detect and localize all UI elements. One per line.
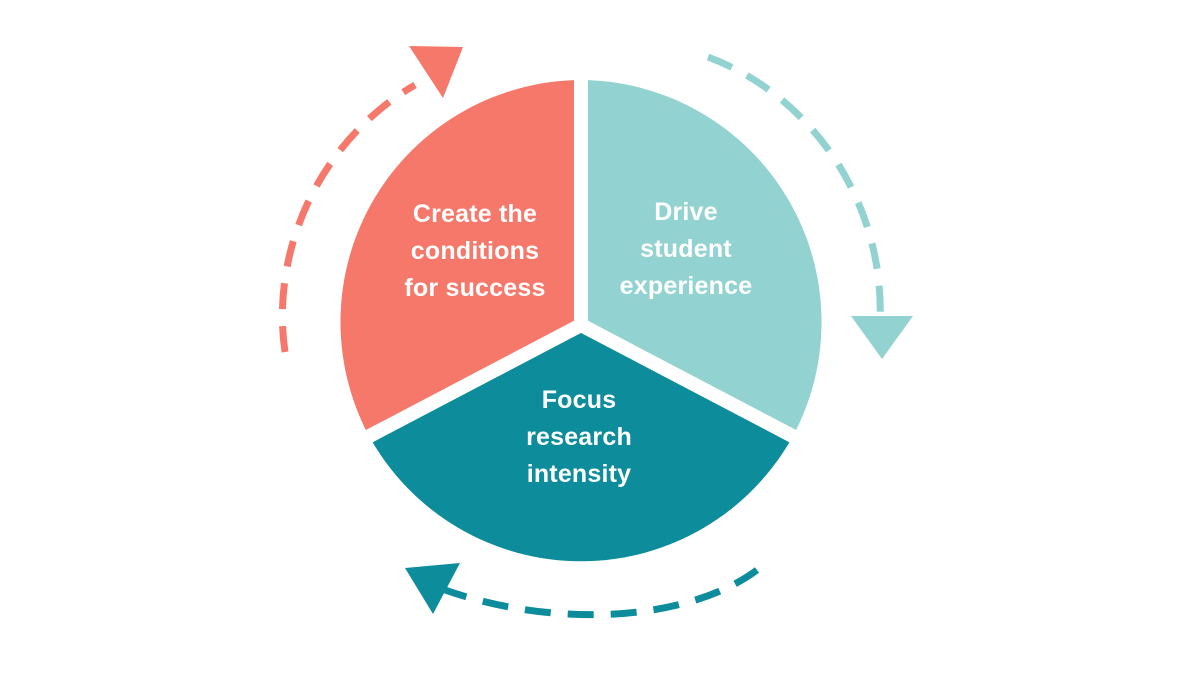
coral-arrowhead-icon (409, 46, 463, 98)
label-line: conditions (410, 237, 540, 265)
segment-create-conditions (340, 80, 581, 436)
light-teal-arrowhead-icon (851, 316, 913, 359)
label-line: experience (619, 272, 753, 300)
coral-cycle-arrow (278, 46, 463, 353)
light-teal-cycle-arrow (706, 53, 913, 359)
label-focus-research-intensity: Focus research intensity (479, 382, 679, 493)
pie-chart (340, 70, 822, 562)
label-line: Focus (541, 386, 617, 414)
dark-teal-arrowhead-icon (405, 563, 460, 614)
label-line: research (526, 423, 632, 451)
label-line: student (640, 235, 732, 263)
segment-dividers (356, 70, 806, 448)
label-line: Create the (412, 200, 538, 228)
label-create-conditions: Create the conditions for success (375, 196, 575, 307)
segment-drive-student-experience (581, 80, 822, 436)
dark-teal-cycle-arrow (405, 563, 760, 619)
label-line: Drive (654, 198, 718, 226)
label-line: for success (404, 274, 546, 302)
label-drive-student-experience: Drive student experience (586, 194, 786, 305)
label-line: intensity (526, 460, 632, 488)
